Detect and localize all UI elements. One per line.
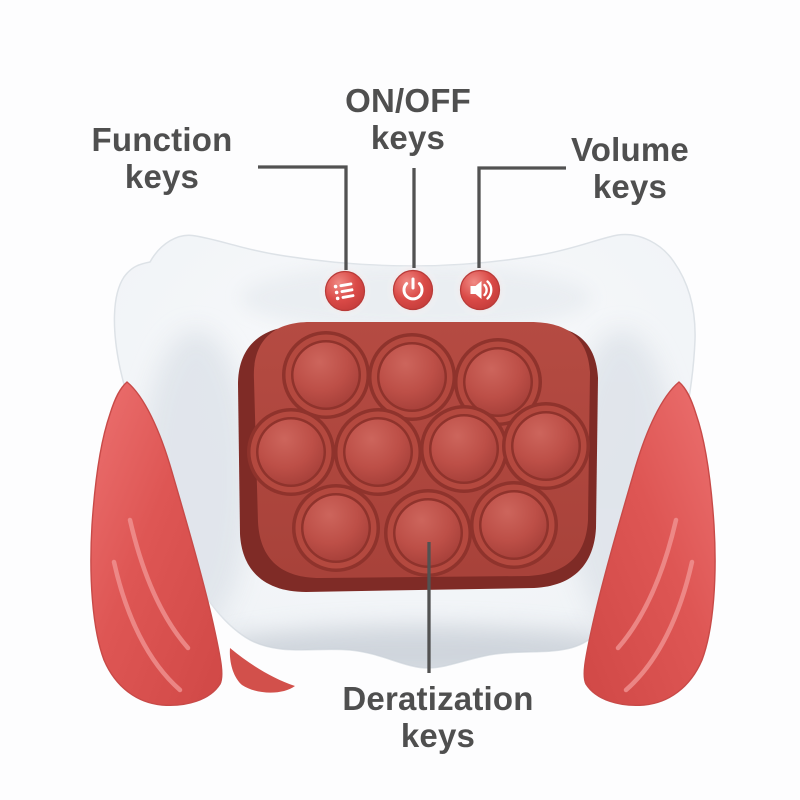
speaker-volume-icon: [470, 280, 493, 300]
pop-bubble: [247, 408, 335, 496]
menu-list-icon: [333, 282, 355, 301]
onoff-keys-label: ON/OFF keys: [345, 82, 471, 156]
function-button: [317, 263, 373, 319]
pop-bubble: [282, 331, 370, 419]
function-leader-line: [258, 165, 348, 270]
pop-bubble: [292, 484, 380, 572]
function-keys-label-line1: Function: [91, 121, 233, 158]
deratization-keys-label: Deratization keys: [342, 680, 533, 754]
pop-bubble: [334, 408, 422, 496]
pop-bubble: [470, 481, 558, 569]
deratization-keys-label-line1: Deratization: [342, 680, 534, 717]
pop-bubble: [420, 405, 508, 493]
power-button: [385, 262, 441, 318]
volume-leader-line: [477, 166, 566, 268]
volume-keys-label: Volume keys: [571, 131, 689, 205]
volume-keys-label-line2: keys: [592, 168, 668, 205]
onoff-keys-label-line2: keys: [370, 119, 446, 156]
volume-keys-label-line1: Volume: [571, 131, 689, 168]
power-icon: [402, 277, 424, 301]
pop-bubble: [368, 333, 456, 421]
deratization-keys-label-line2: keys: [400, 717, 476, 754]
pop-bubble: [502, 402, 590, 490]
onoff-keys-label-line1: ON/OFF: [345, 82, 471, 119]
pop-bubble-grid: [247, 331, 590, 577]
function-keys-label: Function keys: [92, 121, 233, 195]
volume-button: [452, 262, 508, 318]
shell-sliver: [229, 648, 295, 693]
function-keys-label-line2: keys: [124, 158, 200, 195]
